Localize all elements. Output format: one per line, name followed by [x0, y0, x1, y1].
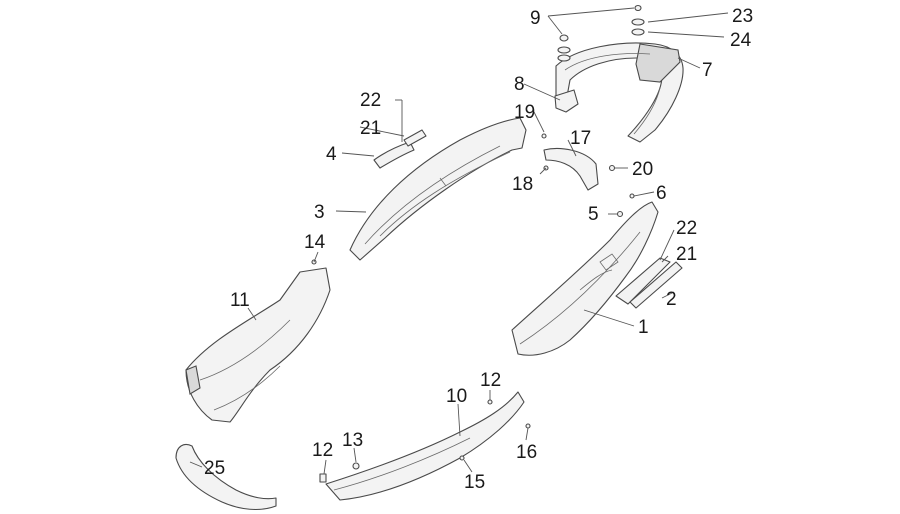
callout-9: 9 — [530, 8, 541, 29]
callout-17: 17 — [570, 128, 591, 149]
callout-labels: 9 23 24 7 8 22 21 4 19 17 18 20 3 14 6 5… — [204, 6, 753, 493]
callout-4: 4 — [326, 144, 337, 165]
callout-16: 16 — [516, 442, 537, 463]
callout-12-right: 12 — [480, 370, 501, 391]
callout-14: 14 — [304, 232, 326, 253]
callout-12-left: 12 — [312, 440, 333, 461]
callout-23: 23 — [732, 6, 753, 27]
callout-10: 10 — [446, 386, 467, 407]
callout-13: 13 — [342, 430, 363, 451]
callout-20: 20 — [632, 159, 653, 180]
callout-15: 15 — [464, 472, 485, 493]
callout-1: 1 — [638, 317, 649, 338]
part-trim-strip-upper — [373, 129, 427, 169]
part-lower-skirt — [319, 391, 531, 501]
callout-6: 6 — [656, 183, 667, 204]
callout-22-right: 22 — [676, 218, 697, 239]
callout-24: 24 — [730, 30, 752, 51]
callout-3: 3 — [314, 202, 325, 223]
part-leg-shield — [185, 259, 331, 423]
callout-25: 25 — [204, 458, 225, 479]
part-left-side-cover — [349, 117, 527, 261]
screw-washer-set — [557, 4, 645, 62]
leader-lines — [189, 7, 729, 475]
part-right-side-cover — [511, 201, 659, 356]
callout-21-upper: 21 — [360, 118, 381, 139]
part-bracket — [554, 89, 579, 113]
part-curved-moulding — [175, 443, 277, 511]
callout-19: 19 — [514, 102, 535, 123]
callout-7: 7 — [702, 60, 713, 81]
callout-18: 18 — [512, 174, 533, 195]
part-clip-bracket — [541, 133, 616, 191]
callout-21-right: 21 — [676, 244, 697, 265]
screw-set-right — [616, 193, 635, 218]
part-trim-strip-right — [615, 257, 683, 309]
part-grab-rail — [555, 42, 684, 143]
callout-8: 8 — [514, 74, 525, 95]
callout-5: 5 — [588, 204, 599, 225]
callout-2: 2 — [666, 289, 677, 310]
callout-22-upper: 22 — [360, 90, 381, 111]
callout-11: 11 — [230, 290, 250, 311]
